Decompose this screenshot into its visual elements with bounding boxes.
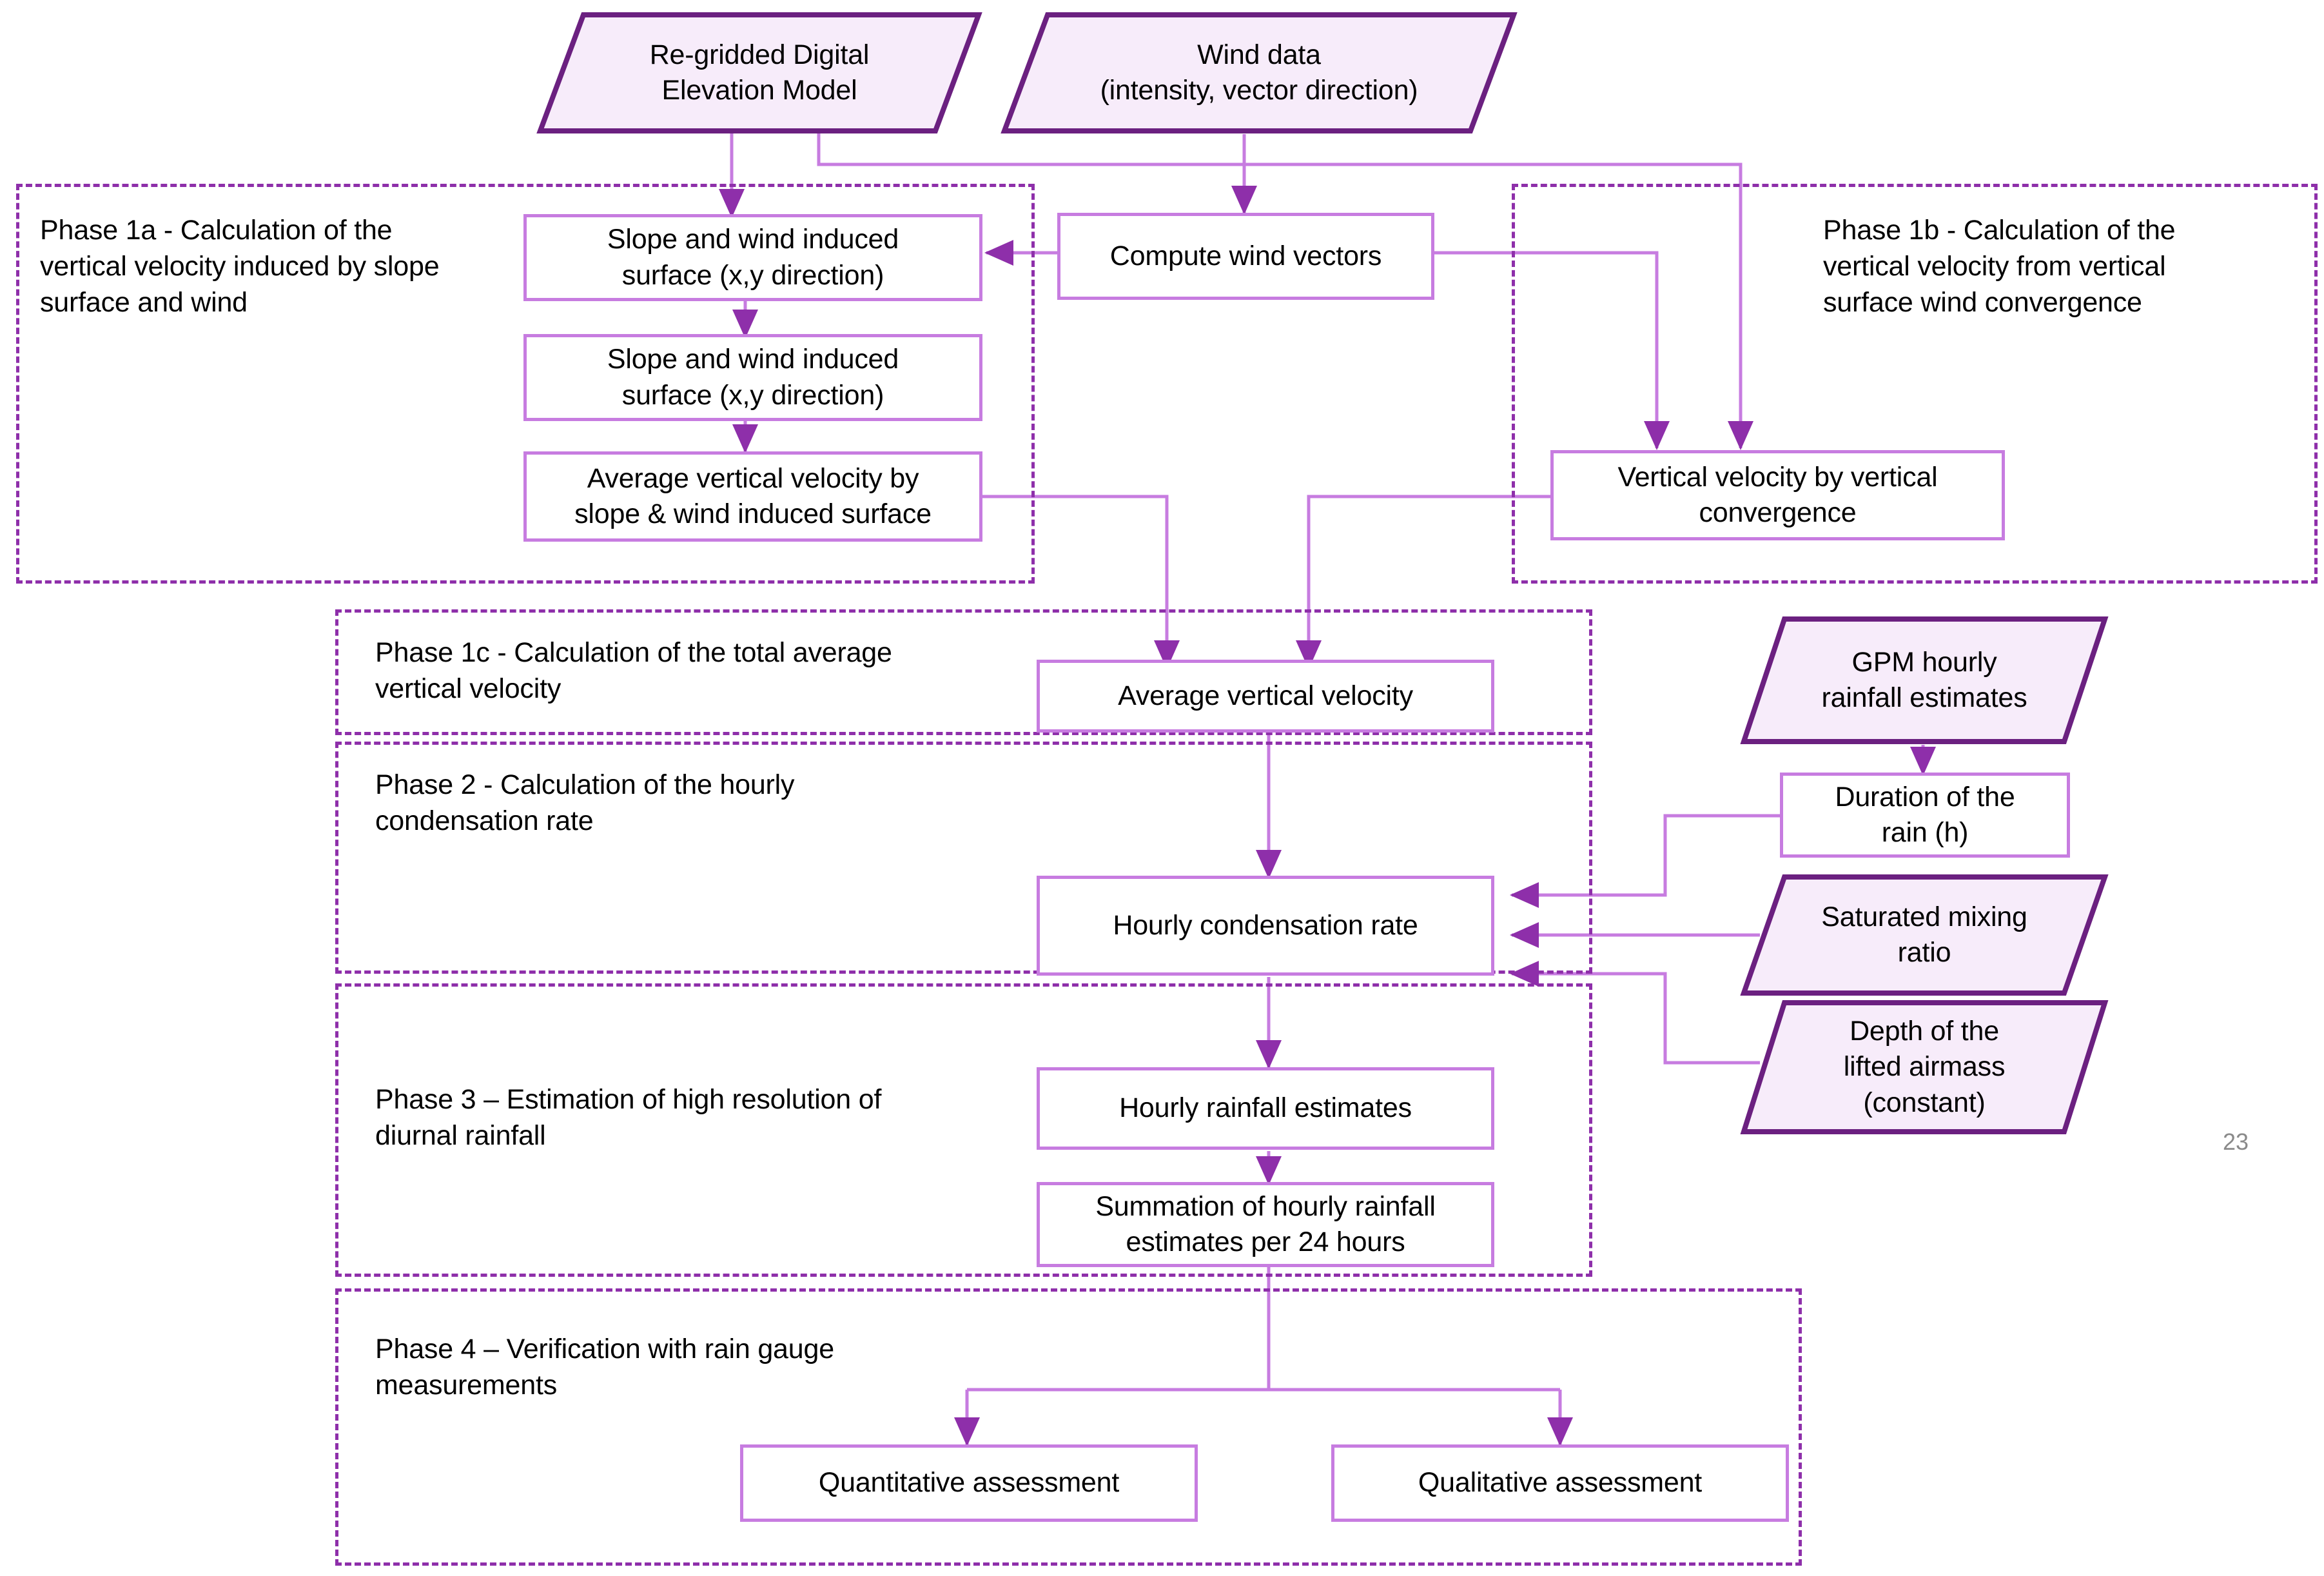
input-gpm[interactable]: GPM hourly rainfall estimates bbox=[1740, 616, 2109, 745]
process-average-vertical-velocity[interactable]: Average vertical velocity bbox=[1037, 660, 1494, 733]
process-hourly-condensation-rate[interactable]: Hourly condensation rate bbox=[1037, 876, 1494, 976]
phase-2-container bbox=[335, 742, 1592, 974]
process-slope-wind-surface-1[interactable]: Slope and wind induced surface (x,y dire… bbox=[523, 214, 982, 301]
process-qualitative-assessment[interactable]: Qualitative assessment bbox=[1331, 1444, 1789, 1522]
phase-1c-container bbox=[335, 609, 1592, 735]
phase-4-container bbox=[335, 1288, 1802, 1566]
process-hourly-rainfall-estimates[interactable]: Hourly rainfall estimates bbox=[1037, 1067, 1494, 1150]
page-number: 23 bbox=[2223, 1128, 2249, 1155]
parallelogram-shape bbox=[1001, 12, 1518, 133]
parallelogram-shape bbox=[1740, 874, 2109, 996]
process-quantitative-assessment[interactable]: Quantitative assessment bbox=[740, 1444, 1198, 1522]
phase-3-label: Phase 3 – Estimation of high resolution … bbox=[375, 1084, 882, 1151]
phase-2-label: Phase 2 - Calculation of the hourly cond… bbox=[375, 769, 795, 836]
parallelogram-shape bbox=[536, 12, 982, 133]
phase-1a-label: Phase 1a - Calculation of the vertical v… bbox=[40, 215, 440, 318]
input-wind-data[interactable]: Wind data (intensity, vector direction) bbox=[1001, 12, 1518, 134]
phase-1c-label: Phase 1c - Calculation of the total aver… bbox=[375, 637, 892, 704]
parallelogram-shape bbox=[1740, 1000, 2109, 1134]
phase-3-container bbox=[335, 983, 1592, 1277]
phase-1b-container bbox=[1512, 184, 2318, 584]
process-average-vv-slope-wind[interactable]: Average vertical velocity by slope & win… bbox=[523, 451, 982, 542]
process-vertical-velocity-convergence[interactable]: Vertical velocity by vertical convergenc… bbox=[1550, 450, 2005, 540]
phase-1b-label: Phase 1b - Calculation of the vertical v… bbox=[1823, 215, 2176, 318]
process-compute-wind-vectors[interactable]: Compute wind vectors bbox=[1057, 213, 1434, 300]
parallelogram-shape bbox=[1740, 616, 2109, 744]
input-dem[interactable]: Re-gridded Digital Elevation Model bbox=[536, 12, 982, 134]
process-duration-of-rain[interactable]: Duration of the rain (h) bbox=[1780, 773, 2070, 858]
phase-4-label: Phase 4 – Verification with rain gauge m… bbox=[375, 1334, 834, 1401]
input-saturated-mixing-ratio[interactable]: Saturated mixing ratio bbox=[1740, 874, 2109, 996]
input-lifted-airmass-depth[interactable]: Depth of the lifted airmass (constant) bbox=[1740, 1000, 2109, 1135]
process-slope-wind-surface-2[interactable]: Slope and wind induced surface (x,y dire… bbox=[523, 334, 982, 421]
phase-1a-container bbox=[16, 184, 1035, 584]
process-summation-24-hours[interactable]: Summation of hourly rainfall estimates p… bbox=[1037, 1182, 1494, 1267]
